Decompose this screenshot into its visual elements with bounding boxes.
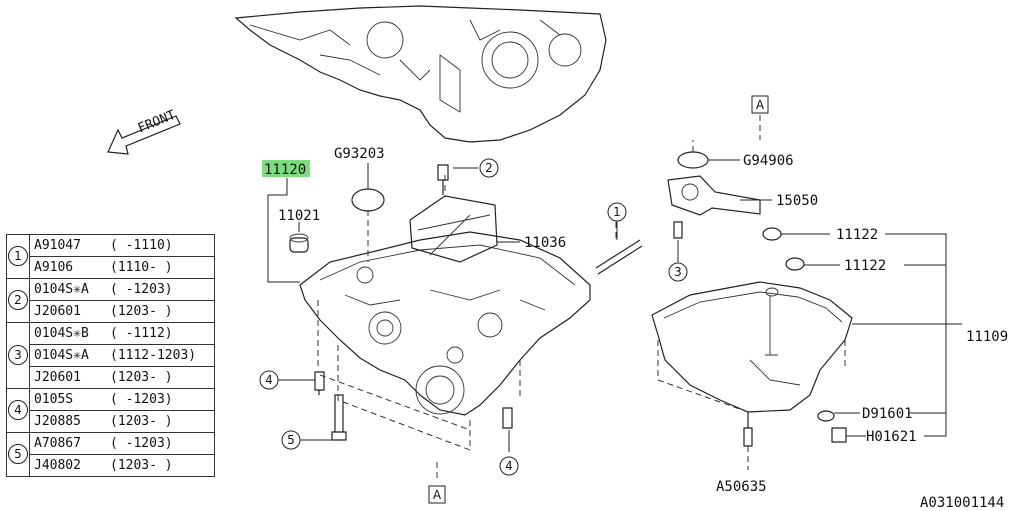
callout-number: 4 (505, 459, 513, 473)
reference-box-a (751, 95, 769, 114)
part-number-a50635[interactable]: A50635 (716, 479, 767, 495)
bolt-illustration (331, 394, 347, 441)
image-code: A031001144 (920, 495, 1004, 511)
legend-range: ( -1203) (106, 278, 215, 301)
part-number-11021[interactable]: 11021 (278, 208, 320, 224)
legend-row: J40802 (1203- ) (7, 454, 215, 477)
part-number-11036[interactable]: 11036 (524, 235, 566, 251)
part-number-legend: 1 A91047 ( -1110) A9106 (1110- ) 2 0104S… (6, 234, 215, 477)
callout-circle-1 (607, 202, 627, 222)
legend-row: 2 0104S✳A ( -1203) (6, 278, 215, 323)
legend-code[interactable]: A70867 (29, 432, 106, 455)
callout-number: 3 (674, 265, 682, 279)
engine-block-illustration (234, 5, 607, 143)
legend-row: A9106 (1110- ) (7, 256, 215, 279)
legend-code[interactable]: 0104S✳A (29, 278, 106, 301)
callout-circle-3 (668, 262, 688, 282)
callout-number: 2 (485, 161, 493, 175)
o-ring-illustration (351, 188, 385, 212)
legend-range: ( -1110) (106, 234, 215, 257)
callout-number: 4 (265, 373, 273, 387)
bolt-illustration (314, 371, 325, 395)
part-number-15050[interactable]: 15050 (776, 193, 818, 209)
legend-row: 0104S✳A (1112-1203) (7, 344, 215, 367)
legend-number-circle: 3 (8, 345, 28, 365)
gasket-illustration (762, 227, 782, 241)
drain-plug-illustration (831, 427, 847, 443)
part-number-11109[interactable]: 11109 (966, 329, 1008, 345)
gasket-illustration (785, 257, 805, 271)
callout-circle-2 (479, 158, 499, 178)
bolt-illustration (437, 164, 449, 195)
legend-range: (1112-1203) (106, 344, 215, 367)
baffle-plate-illustration (367, 175, 498, 263)
legend-code[interactable]: A91047 (29, 234, 106, 257)
legend-code[interactable]: 0104S✳B (29, 322, 106, 345)
plug-illustration (289, 233, 309, 253)
legend-number-circle: 4 (8, 400, 28, 420)
legend-row: J20601 (1203- ) (7, 300, 215, 323)
legend-code[interactable]: A9106 (29, 256, 106, 279)
front-label: FRONT (136, 108, 178, 137)
legend-range: (1203- ) (106, 410, 215, 433)
legend-row: J20885 (1203- ) (7, 410, 215, 433)
legend-number-circle: 5 (8, 444, 28, 464)
legend-range: ( -1203) (106, 432, 215, 455)
legend-range: ( -1203) (106, 388, 215, 411)
leader-lines (267, 115, 962, 482)
legend-code[interactable]: 0105S (29, 388, 106, 411)
legend-row: 4 0105S ( -1203) (6, 388, 215, 433)
upper-oil-pan-illustration (299, 231, 591, 451)
washer-illustration (817, 410, 835, 422)
legend-row: J20601 (1203- ) (7, 366, 215, 389)
legend-code[interactable]: J20601 (29, 300, 106, 323)
legend-code[interactable]: 0104S✳A (29, 344, 106, 367)
part-number-g94906[interactable]: G94906 (743, 153, 794, 169)
legend-range: ( -1112) (106, 322, 215, 345)
part-number-g93203[interactable]: G93203 (334, 146, 385, 162)
lower-oil-pan-illustration (651, 281, 853, 413)
part-number-11122[interactable]: 11122 (836, 227, 878, 243)
callout-circle-4 (499, 456, 519, 476)
front-arrow: FRONT (107, 108, 181, 155)
legend-range: (1203- ) (106, 454, 215, 477)
stud-bolt-illustration (595, 222, 643, 275)
part-number-d91601[interactable]: D91601 (862, 406, 913, 422)
legend-code[interactable]: J20885 (29, 410, 106, 433)
legend-number-circle: 1 (8, 246, 28, 266)
part-number-h01621[interactable]: H01621 (866, 429, 917, 445)
bolt-illustration (502, 407, 513, 429)
reference-letter: A (433, 488, 442, 502)
legend-code[interactable]: J20601 (29, 366, 106, 389)
reference-box-a (428, 485, 446, 504)
callout-circle-4 (259, 370, 279, 390)
bolt-illustration (743, 412, 753, 447)
legend-row: 1 A91047 ( -1110) (6, 234, 215, 279)
part-number-11122[interactable]: 11122 (844, 258, 886, 274)
part-number-11120[interactable]: 11120 (264, 162, 306, 178)
legend-range: (1203- ) (106, 300, 215, 323)
legend-row: 3 0104S✳B ( -1112) (6, 322, 215, 389)
callout-number: 5 (287, 433, 295, 447)
legend-range: (1110- ) (106, 256, 215, 279)
legend-range: (1203- ) (106, 366, 215, 389)
callout-circle-5 (281, 430, 301, 450)
legend-row: 5 A70867 ( -1203) (6, 432, 215, 477)
part-highlight (262, 160, 310, 177)
legend-number-circle: 2 (8, 290, 28, 310)
reference-letter: A (756, 98, 765, 112)
callout-number: 1 (613, 205, 621, 219)
legend-code[interactable]: J40802 (29, 454, 106, 477)
